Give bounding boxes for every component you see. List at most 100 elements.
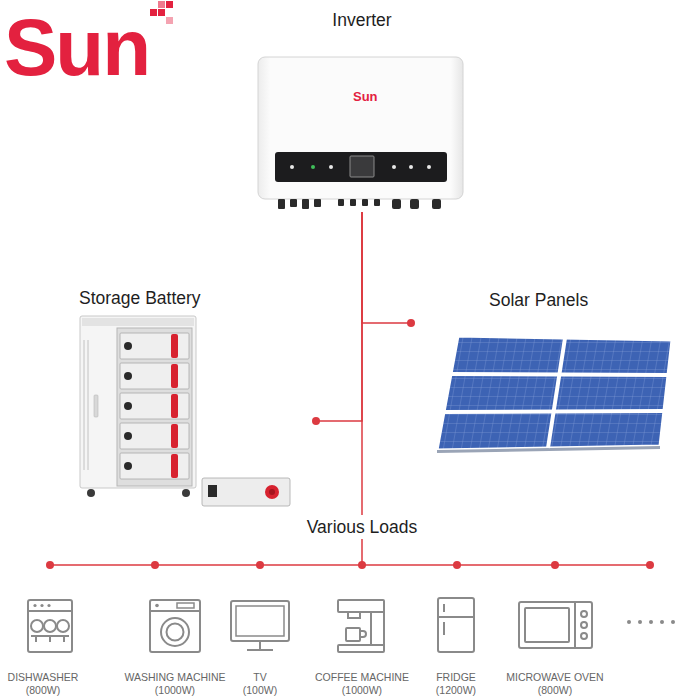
battery-illustration bbox=[202, 478, 290, 506]
dishwasher-icon bbox=[28, 600, 72, 652]
microwave-icon bbox=[525, 608, 569, 642]
dishwasher-icon bbox=[49, 636, 51, 642]
load-bus bbox=[50, 564, 652, 566]
solar-panel-illustration bbox=[444, 338, 668, 448]
inverter-illustration bbox=[350, 156, 374, 177]
loads-node: Various Loads bbox=[297, 515, 427, 539]
inverter-illustration bbox=[374, 199, 380, 206]
inverter-illustration bbox=[311, 165, 315, 169]
battery-illustration bbox=[269, 489, 275, 495]
battery-illustration bbox=[124, 342, 132, 470]
load-bus bbox=[646, 561, 654, 569]
inverter-illustration bbox=[275, 152, 447, 182]
inverter-illustration bbox=[338, 199, 344, 206]
appliance-icons bbox=[28, 598, 675, 652]
node-title: Storage Battery bbox=[79, 288, 279, 308]
device-logo: Sun bbox=[353, 90, 378, 103]
inverter-illustration bbox=[290, 199, 297, 207]
logo-pixels bbox=[150, 9, 157, 16]
tv-icon bbox=[259, 641, 261, 649]
dishwasher-icon bbox=[33, 604, 36, 607]
dishwasher-icon bbox=[35, 636, 37, 642]
battery-illustration bbox=[171, 424, 178, 448]
coffee-machine-icon bbox=[338, 600, 384, 652]
dishwasher-icon bbox=[28, 600, 72, 652]
fridge-icon bbox=[438, 616, 474, 618]
inverter-illustration bbox=[314, 199, 321, 207]
power-rating: (800W) bbox=[500, 684, 610, 697]
battery-illustration bbox=[120, 333, 189, 359]
washing-machine-icon bbox=[150, 600, 200, 652]
load-bus bbox=[551, 561, 559, 569]
appliance-node: MICROWAVE OVEN(800W) bbox=[500, 596, 610, 696]
appliance-name: DISHWASHER bbox=[0, 671, 86, 684]
battery-illustration bbox=[124, 342, 132, 350]
dishwasher-icon bbox=[31, 620, 43, 632]
fridge-icon bbox=[443, 604, 445, 612]
inverter-illustration bbox=[427, 165, 431, 169]
node-title: Inverter bbox=[257, 10, 467, 30]
battery-illustration bbox=[84, 340, 85, 470]
fridge-icon bbox=[438, 598, 474, 652]
appliance-name: WASHING MACHINE bbox=[115, 671, 235, 684]
power-rating: (800W) bbox=[0, 684, 86, 697]
battery-illustration bbox=[182, 489, 190, 497]
battery-illustration bbox=[208, 485, 217, 497]
battery-illustration bbox=[120, 333, 189, 479]
load-bus bbox=[256, 561, 264, 569]
inverter-illustration bbox=[258, 57, 463, 199]
battery-illustration bbox=[171, 454, 178, 478]
inverter-illustration bbox=[392, 165, 396, 169]
inverter-illustration bbox=[409, 165, 413, 169]
more-dots bbox=[638, 620, 642, 624]
battery-illustration bbox=[120, 423, 189, 449]
battery-illustration bbox=[87, 489, 95, 497]
inverter-illustration bbox=[290, 165, 294, 169]
appliance-name: FRIDGE bbox=[416, 671, 496, 684]
battery-illustration bbox=[117, 328, 192, 486]
washing-machine-icon bbox=[167, 624, 184, 641]
load-bus bbox=[46, 561, 54, 569]
appliance-node: FRIDGE(1200W) bbox=[416, 596, 496, 696]
logo-pixels bbox=[158, 1, 165, 8]
solar-panel-illustration bbox=[437, 336, 672, 450]
coffee-machine-icon bbox=[371, 612, 384, 645]
battery-illustration bbox=[265, 485, 279, 499]
solar-panel-illustration bbox=[437, 336, 672, 453]
coffee-machine-icon bbox=[338, 600, 384, 612]
battery-illustration bbox=[80, 316, 196, 488]
washing-machine-icon bbox=[150, 610, 200, 612]
battery-illustration bbox=[171, 334, 178, 358]
tv-icon bbox=[231, 601, 289, 650]
coffee-machine-icon bbox=[346, 628, 360, 641]
node-title: Various Loads bbox=[297, 517, 427, 537]
solar-node: Solar Panels bbox=[411, 288, 675, 454]
connector-line bbox=[316, 212, 362, 421]
inverter-illustration bbox=[302, 199, 309, 209]
inverter-illustration bbox=[410, 199, 419, 209]
connector-line bbox=[312, 212, 362, 425]
battery-illustration bbox=[82, 318, 194, 326]
microwave-icon bbox=[519, 602, 592, 648]
load-bus bbox=[46, 561, 654, 569]
battery-illustration bbox=[120, 363, 189, 389]
inverter-illustration bbox=[258, 57, 463, 209]
appliance-name: COFFEE MACHINE bbox=[306, 671, 418, 684]
connector-line bbox=[362, 212, 415, 327]
inverter-illustration bbox=[329, 165, 333, 169]
battery-illustration bbox=[171, 334, 178, 478]
tv-icon bbox=[231, 601, 289, 641]
more-dots bbox=[660, 620, 664, 624]
battery-illustration bbox=[84, 340, 88, 470]
connector-line bbox=[362, 212, 363, 515]
appliance-node: COFFEE MACHINE(1000W) bbox=[306, 596, 418, 696]
microwave-icon bbox=[581, 611, 587, 617]
washing-machine-icon bbox=[177, 603, 194, 608]
microwave-icon bbox=[574, 602, 576, 648]
battery-illustration bbox=[80, 316, 290, 506]
battery-illustration bbox=[171, 394, 178, 418]
microwave-icon bbox=[581, 633, 587, 639]
logo-pixels bbox=[158, 9, 165, 16]
